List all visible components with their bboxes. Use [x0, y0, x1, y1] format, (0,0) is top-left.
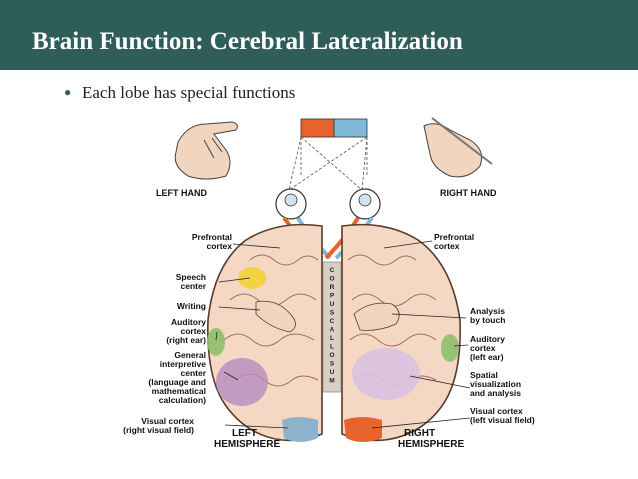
prefrontal-cortex-left-label-line: Prefrontal	[192, 232, 232, 242]
spatial-visualization-label-line: visualization	[470, 379, 521, 389]
visual-cortex-right-area	[344, 417, 382, 442]
auditory-cortex-right-ear-label-line: Auditory	[171, 317, 206, 327]
title-bar	[0, 0, 638, 70]
general-interpretive-center-label-line: mathematical	[152, 386, 206, 396]
bullet-text: Each lobe has special functions	[82, 83, 296, 102]
general-interpretive-center-area	[216, 358, 268, 406]
writing-hand-on-brain-icon	[255, 300, 296, 333]
prefrontal-cortex-right-label-line: cortex	[434, 241, 460, 251]
auditory-cortex-right-ear-label-line: cortex	[180, 326, 206, 336]
right-hand-label: RIGHT HAND	[440, 188, 497, 198]
prefrontal-cortex-left-label-line: cortex	[206, 241, 232, 251]
visual-field-lines	[288, 136, 368, 191]
speech-center-area	[238, 267, 266, 289]
left-eye-icon	[275, 188, 307, 220]
speech-center-label-line: center	[180, 281, 206, 291]
corpus-callosum	[322, 261, 342, 393]
spatial-visualization-label-line: and analysis	[470, 388, 521, 398]
visual-cortex-left-area	[282, 417, 318, 442]
visual-cortex-right-field-label-line: Visual cortex	[141, 416, 194, 426]
left-leader-lines	[215, 243, 289, 429]
analysis-by-touch-label-line: by touch	[470, 315, 505, 325]
auditory-cortex-left-ear-label-line: (left ear)	[470, 352, 504, 362]
right-visual-field-box	[333, 118, 368, 138]
left-hand-label: LEFT HAND	[156, 188, 207, 198]
left-hemisphere-title: LEFT HEMISPHERE	[214, 428, 280, 450]
auditory-cortex-left-ear-area	[441, 334, 459, 362]
general-interpretive-center-label-line: (language and	[148, 377, 206, 387]
visual-cortex-right-field-label: Visual cortex(right visual field)	[123, 416, 194, 435]
spatial-visualization-label-line: Spatial	[470, 370, 498, 380]
auditory-cortex-left-ear-label-line: Auditory	[470, 334, 505, 344]
visual-cortex-left-field-label-line: Visual cortex	[470, 406, 523, 416]
left-hand-icon	[174, 121, 238, 180]
writing-label-line: Writing	[177, 301, 206, 311]
right-hand-icon	[423, 117, 493, 178]
spatial-visualization-area	[352, 348, 420, 400]
visual-cortex-right-field-label-line: (right visual field)	[123, 425, 194, 435]
general-interpretive-center-label-line: interpretive	[160, 359, 207, 369]
bullet-dot-icon: ●	[64, 85, 72, 99]
left-hemisphere	[207, 223, 323, 442]
prefrontal-cortex-right-label-line: Prefrontal	[434, 232, 474, 242]
analysis-by-touch-label-line: Analysis	[470, 306, 505, 316]
bullet-item: ● Each lobe has special functions	[64, 83, 295, 103]
right-hemisphere-title: RIGHT HEMISPHERE	[398, 428, 464, 450]
writing-label: Writing	[177, 301, 206, 311]
general-interpretive-center-label-line: General	[174, 350, 206, 360]
auditory-cortex-left-ear-label-line: cortex	[470, 343, 496, 353]
auditory-cortex-right-ear-label-line: (right ear)	[166, 335, 206, 345]
visual-cortex-left-field-label: Visual cortex(left visual field)	[470, 406, 535, 425]
visual-cortex-left-field-label-line: (left visual field)	[470, 415, 535, 425]
general-interpretive-center-label-line: center	[180, 368, 206, 378]
auditory-cortex-right-ear-area	[207, 328, 225, 356]
slide-title: Brain Function: Cerebral Lateralization	[32, 28, 463, 55]
speech-center-label-line: Speech	[176, 272, 206, 282]
left-visual-field-box	[300, 118, 335, 138]
general-interpretive-center-label-line: calculation)	[159, 395, 206, 405]
right-leader-lines	[371, 240, 471, 429]
right-eye-icon	[349, 188, 381, 220]
